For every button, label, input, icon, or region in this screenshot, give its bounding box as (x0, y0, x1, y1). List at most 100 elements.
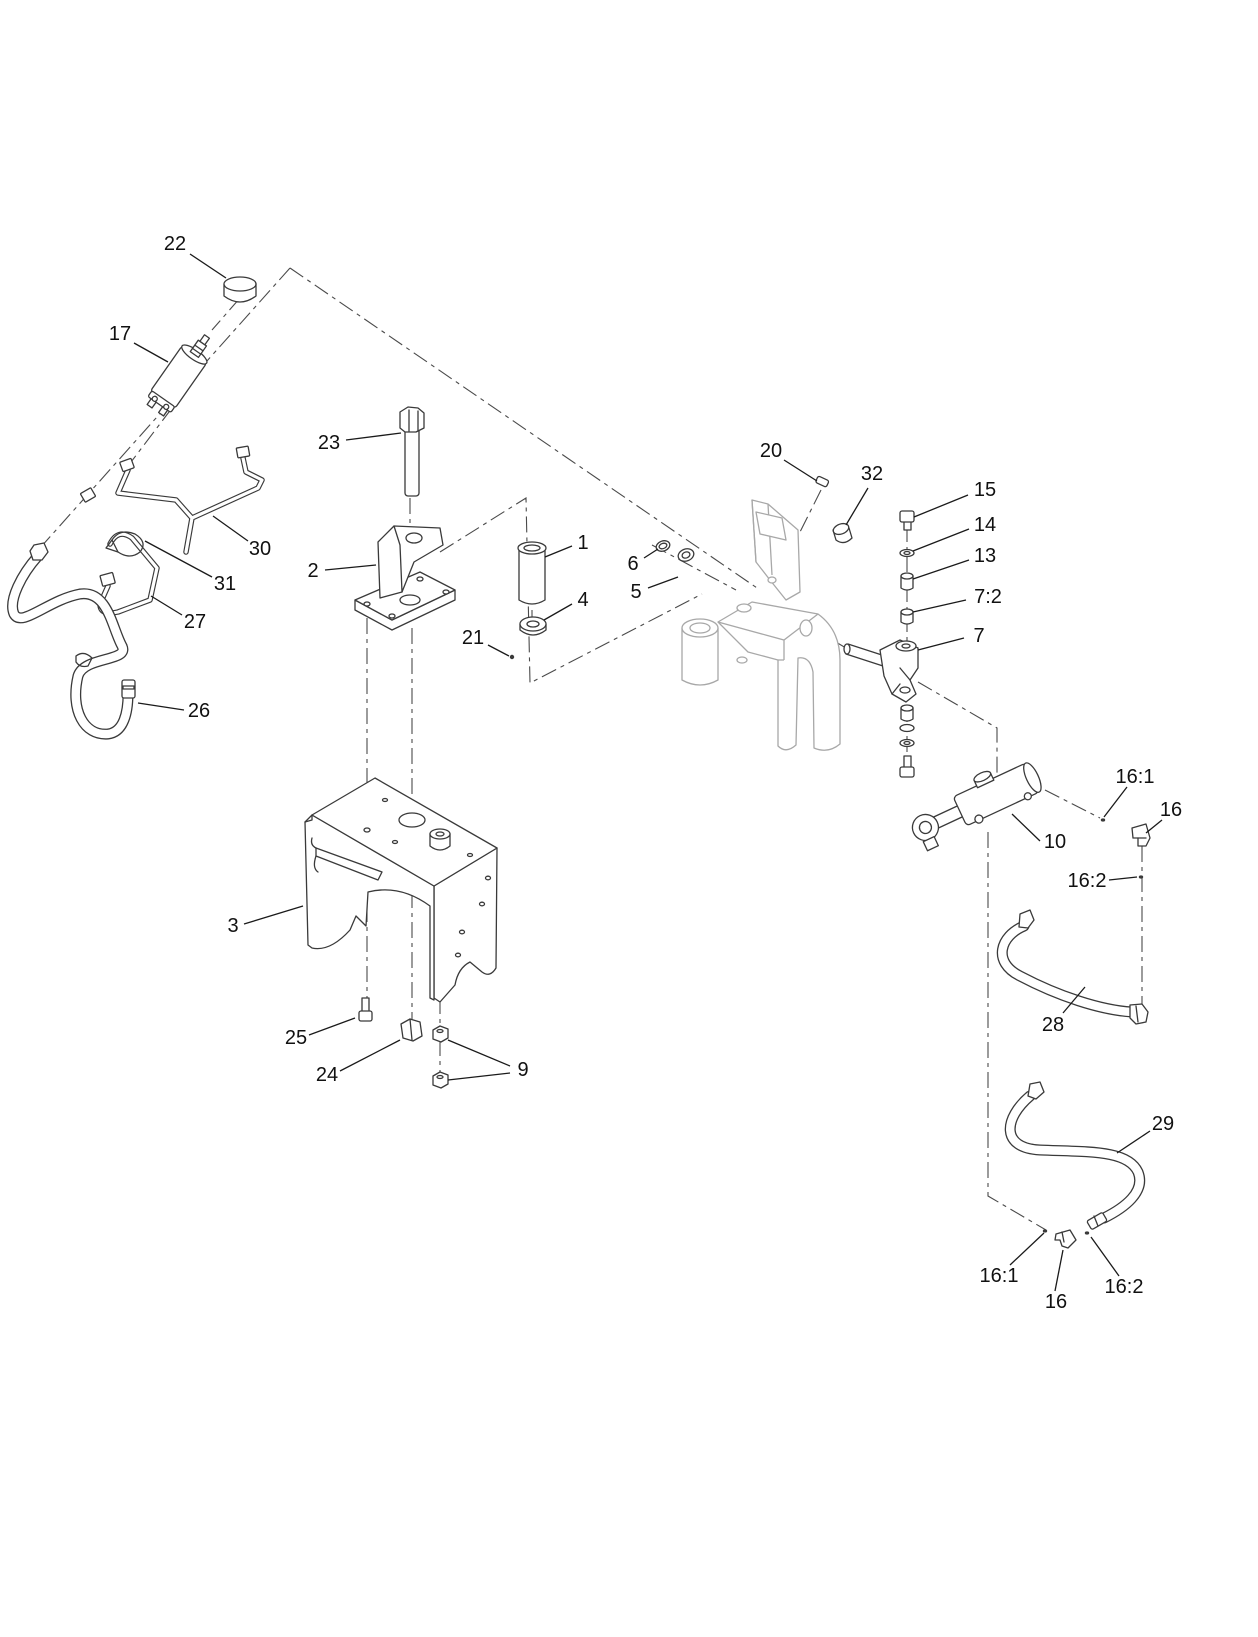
callout-label: 16 (1160, 799, 1182, 821)
frame-arm-reference (681, 499, 841, 751)
part-28-hose (996, 909, 1149, 1025)
callout-16-2-upper: 16:2 (1068, 870, 1138, 892)
callout-29: 29 (1116, 1113, 1174, 1154)
part-14-washer (899, 548, 915, 558)
callout-1: 1 (544, 532, 589, 558)
callout-3: 3 (227, 905, 304, 937)
callout-label: 1 (577, 532, 588, 554)
callout-24: 24 (316, 1039, 401, 1086)
callout-label: 22 (164, 233, 186, 255)
callout-28: 28 (1042, 986, 1086, 1036)
callout-label: 28 (1042, 1014, 1064, 1036)
part-9-nut-upper (432, 1025, 449, 1043)
part-13-bushing (900, 572, 914, 591)
callout-label: 17 (109, 323, 131, 345)
part-20-pin (815, 475, 830, 488)
callout-label: 32 (861, 463, 883, 485)
part-32-bushing (832, 522, 853, 544)
phantom-lines (39, 267, 1143, 1231)
callout-label: 7:2 (974, 586, 1002, 608)
callout-label: 21 (462, 627, 484, 649)
callout-label: 30 (249, 538, 271, 560)
callout-7: 7 (917, 625, 985, 651)
callout-label: 23 (318, 432, 340, 454)
callout-label: 27 (184, 611, 206, 633)
callout-label: 10 (1044, 831, 1066, 853)
part-26-hose (7, 542, 136, 740)
callouts: 22 17 23 20 32 15 14 13 (109, 233, 1182, 1313)
callout-30: 30 (212, 515, 271, 560)
callout-label: 2 (307, 560, 318, 582)
callout-31: 31 (144, 540, 236, 595)
part-22-cap (223, 276, 257, 303)
part-16-1-oring-lower (1042, 1229, 1048, 1233)
callout-2: 2 (307, 560, 377, 582)
callout-15: 15 (913, 479, 996, 518)
part-3-frame (304, 777, 498, 1003)
callout-21: 21 (462, 627, 510, 657)
callout-label: 31 (214, 573, 236, 595)
callout-23: 23 (318, 432, 402, 454)
callout-label: 29 (1152, 1113, 1174, 1135)
part-7-yoke (843, 639, 919, 703)
part-15-bolt (899, 510, 915, 531)
callout-label: 16:1 (1116, 766, 1155, 788)
callout-label: 20 (760, 440, 782, 462)
callout-14: 14 (912, 514, 996, 552)
part-16-elbow-upper (1131, 823, 1151, 847)
callout-label: 16:2 (1068, 870, 1107, 892)
part-16-elbow-lower (1054, 1229, 1077, 1249)
callout-4: 4 (543, 589, 589, 621)
part-5-washer (677, 548, 695, 562)
part-7-lower-bushing (900, 704, 914, 722)
part-6-ring (655, 540, 671, 552)
part-16-2-oring-lower (1084, 1231, 1090, 1235)
callout-label: 16:2 (1105, 1276, 1144, 1298)
part-30-tube (115, 445, 265, 555)
callout-label: 3 (227, 915, 238, 937)
callout-10: 10 (1011, 813, 1066, 853)
part-4-washer (519, 616, 547, 636)
part-21-fitting (509, 654, 515, 660)
callout-27: 27 (150, 595, 206, 633)
part-29-hose (1004, 1081, 1146, 1230)
callout-16-2-lower: 16:2 (1090, 1236, 1144, 1298)
callout-5: 5 (630, 576, 679, 603)
part-1-bushing (517, 541, 547, 605)
callout-26: 26 (137, 700, 210, 722)
callout-label: 15 (974, 479, 996, 501)
callout-16-upper: 16 (1145, 799, 1182, 834)
callout-7-2: 7:2 (912, 586, 1002, 613)
callout-13: 13 (912, 545, 996, 580)
part-2-bracket (354, 525, 456, 631)
part-10-cylinder (911, 762, 1042, 852)
callout-label: 25 (285, 1027, 307, 1049)
callout-label: 6 (627, 553, 638, 575)
callout-9: 9 (447, 1039, 529, 1081)
callout-label: 14 (974, 514, 996, 536)
callout-25: 25 (285, 1017, 356, 1049)
callout-20: 20 (760, 440, 818, 482)
callout-label: 16 (1045, 1291, 1067, 1313)
part-7-2-bushing (900, 608, 914, 625)
part-24-nut (400, 1018, 423, 1042)
callout-label: 7 (973, 625, 984, 647)
callout-label: 5 (630, 581, 641, 603)
callout-17: 17 (109, 323, 169, 363)
part-25-bolt (358, 997, 373, 1022)
callout-label: 4 (577, 589, 588, 611)
callout-label: 24 (316, 1064, 338, 1086)
callout-22: 22 (164, 233, 227, 279)
callout-6: 6 (627, 548, 659, 575)
callout-label: 26 (188, 700, 210, 722)
callout-label: 13 (974, 545, 996, 567)
callout-16-1-lower: 16:1 (980, 1232, 1045, 1287)
callout-label: 9 (517, 1059, 528, 1081)
part-23-bolt (399, 406, 425, 497)
part-16-2-oring-upper (1138, 875, 1144, 879)
part-7-lower-bolt (899, 755, 915, 778)
part-17-solenoid (146, 334, 211, 417)
callout-16-lower: 16 (1045, 1249, 1067, 1313)
part-7-lower-washers (899, 723, 915, 748)
